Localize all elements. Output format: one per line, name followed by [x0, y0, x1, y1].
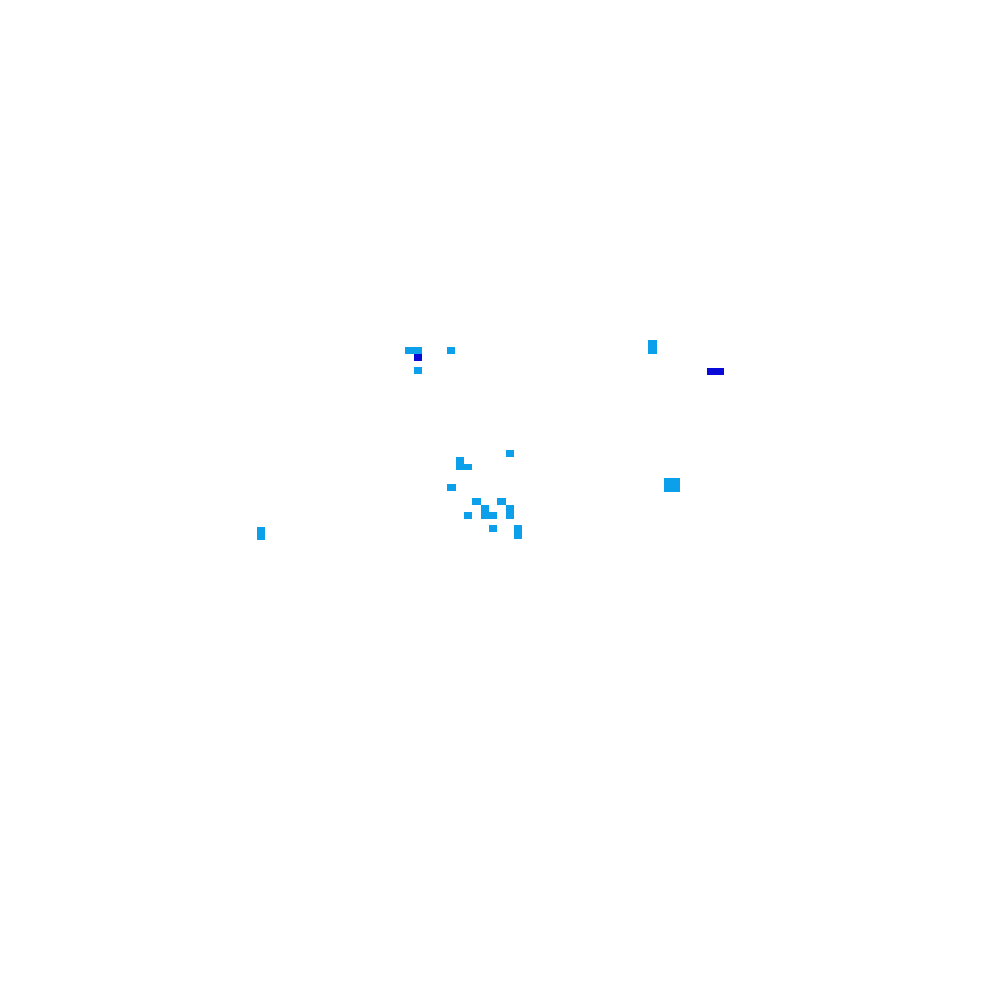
pixel-block [664, 478, 680, 492]
pixel-block [414, 354, 422, 361]
pixel-block [481, 505, 489, 512]
pixel-block [447, 484, 456, 491]
pixel-block [648, 340, 657, 354]
pixel-block [514, 525, 522, 539]
pixel-block [506, 450, 514, 457]
pixel-block [707, 368, 724, 375]
pixel-block [257, 527, 265, 540]
pixel-block [414, 367, 422, 374]
pixel-block [472, 498, 481, 505]
pixel-block [405, 347, 422, 354]
pixel-block [447, 347, 455, 354]
pixel-block [464, 464, 472, 470]
pixel-block [489, 525, 497, 532]
pixel-block [456, 457, 464, 470]
pixel-block [497, 498, 506, 505]
pixel-block [464, 512, 472, 519]
pixel-block [481, 512, 497, 519]
pixel-block [506, 505, 514, 519]
